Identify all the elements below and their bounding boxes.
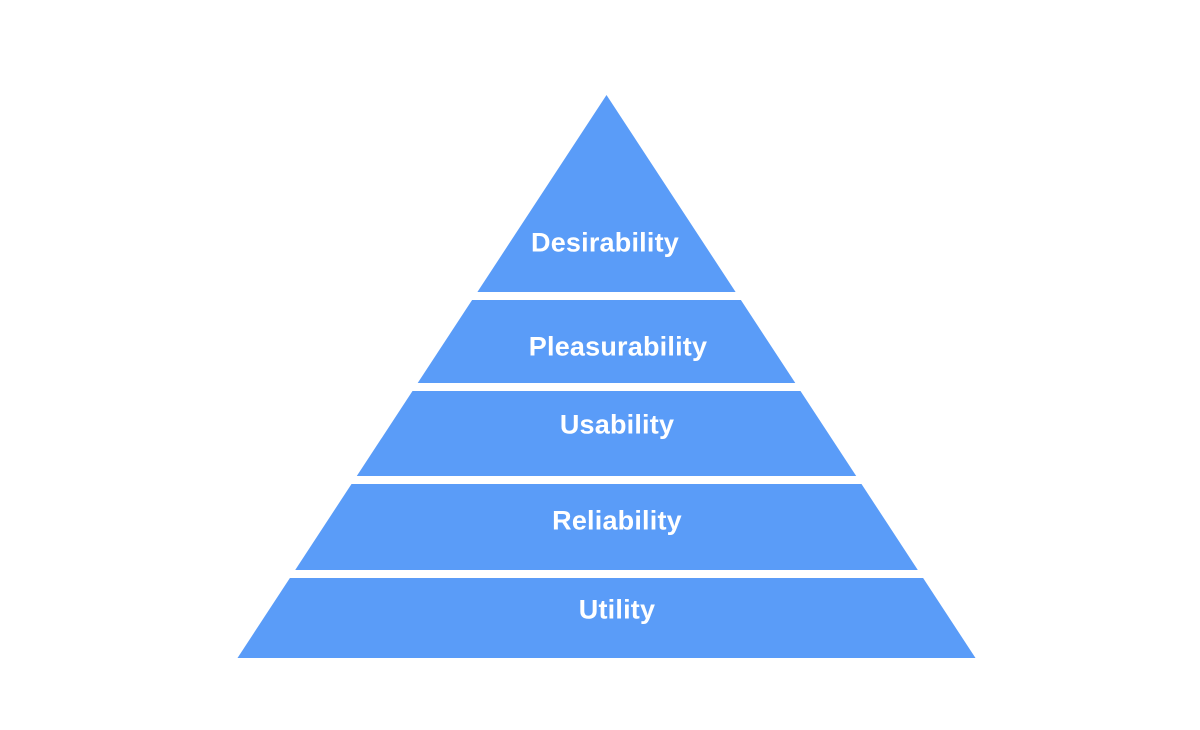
pyramid-level-2-shape [417, 300, 796, 383]
pyramid-level-3-shape [356, 391, 857, 476]
pyramid-level-1-shape [477, 95, 736, 292]
pyramid-level-3-label: Usability [559, 409, 675, 440]
pyramid-level-5-shape [237, 578, 976, 658]
pyramid-level-2-label: Pleasurability [528, 331, 708, 362]
pyramid-level-5-label: Utility [578, 594, 656, 625]
pyramid-level-4-label: Reliability [552, 505, 682, 536]
pyramid-level-4-shape [295, 484, 918, 570]
pyramid-level-1-label: Desirability [531, 227, 679, 258]
